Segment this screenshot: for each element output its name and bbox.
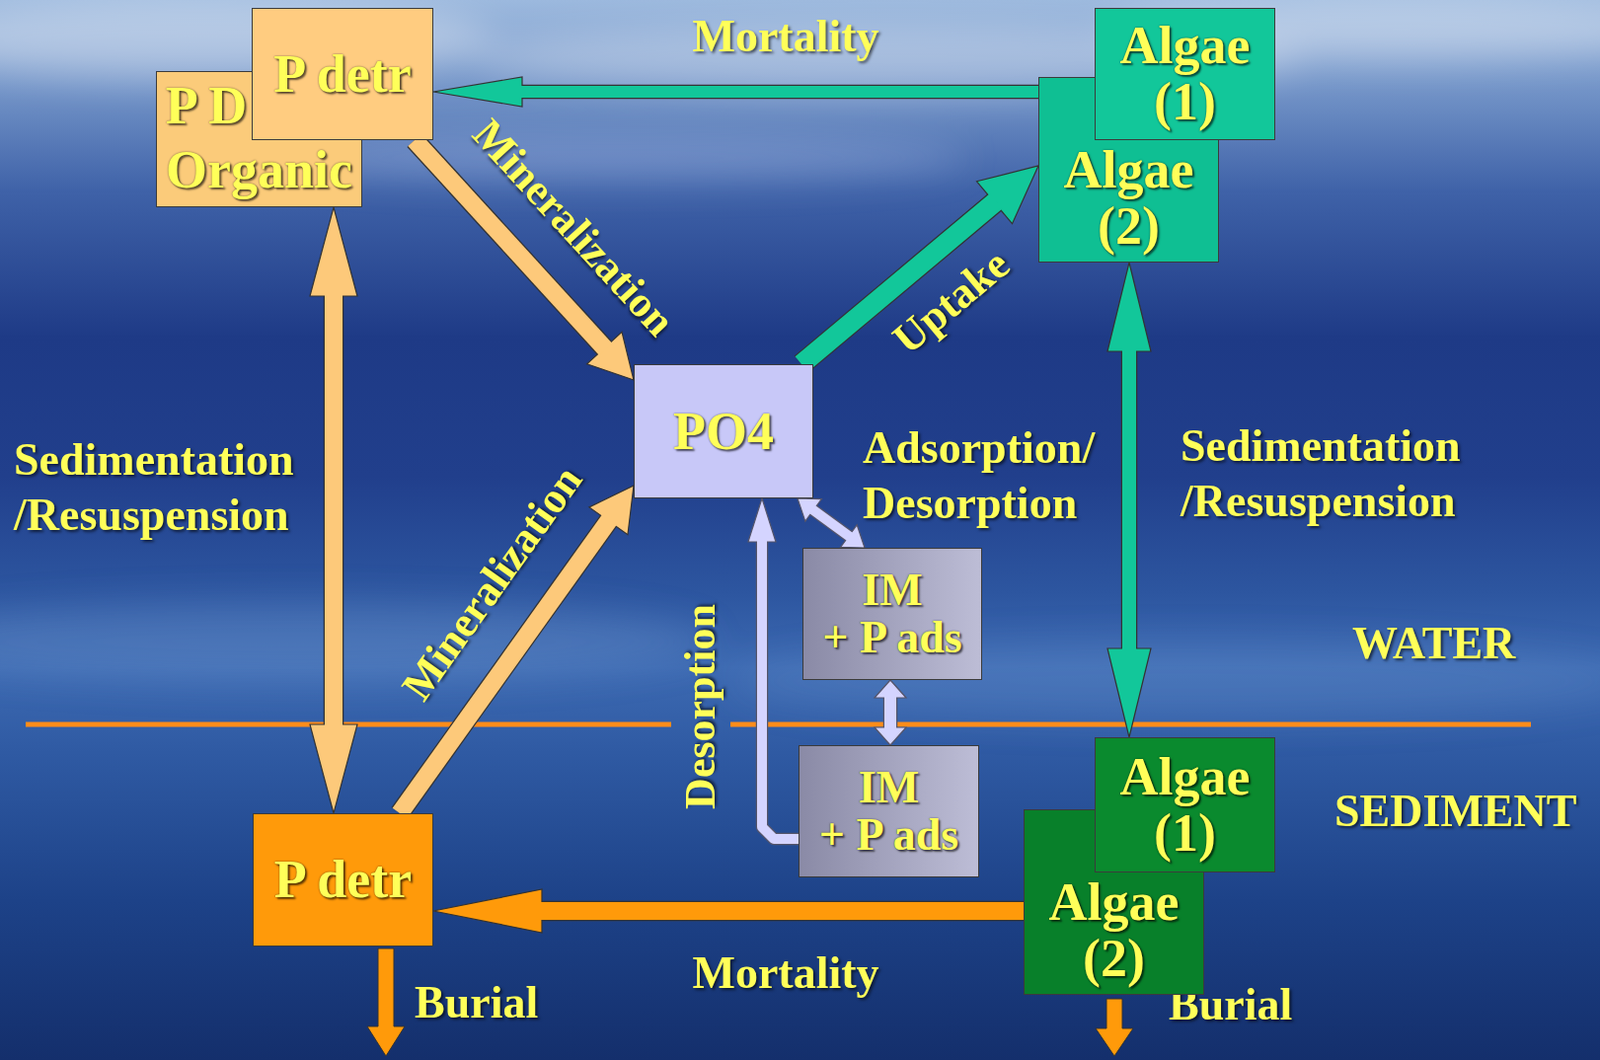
burial-arrow (1095, 998, 1134, 1057)
pool-name: + P ads (822, 613, 962, 662)
pool-name: P detr (274, 851, 412, 909)
flow-label: Mortality (691, 11, 879, 63)
flow-label: Mortality (691, 948, 879, 999)
flow-arrow (433, 889, 1024, 933)
flow-label: Sedimentation /Resuspension (13, 432, 322, 543)
arrow-outline (883, 695, 899, 730)
arrow-outline (539, 901, 1024, 922)
pool-name: IM (858, 763, 919, 812)
flow-arrow (309, 207, 358, 814)
flow-label: Desorption (677, 604, 725, 810)
flow-arrow (874, 680, 907, 746)
pool-box: Algae (1) (1094, 737, 1276, 873)
flow-arrow (797, 498, 865, 548)
arrow-head (874, 680, 907, 698)
arrow-head (1107, 262, 1151, 352)
pool-name: PO4 (673, 403, 774, 460)
flow-arrow (748, 498, 799, 839)
arrow-outline (812, 509, 851, 538)
flow-arrow (1107, 262, 1151, 738)
sea-glint (0, 602, 711, 682)
clouds (0, 0, 1600, 721)
arrow-shaft (520, 85, 1039, 98)
arrow-outline (323, 294, 345, 727)
flow-arrow (801, 165, 1039, 365)
arrow-shaft (761, 539, 799, 839)
arrow-shaft (884, 695, 897, 730)
pool-box: IM+ P ads (798, 745, 980, 878)
arrow-head (748, 498, 776, 542)
pool-name: P detr (273, 46, 411, 103)
region-label: Burial (414, 975, 538, 1031)
arrow-head (1107, 648, 1151, 738)
pool-box: IM+ P ads (802, 547, 983, 681)
pool-name: Algae (1) (1101, 17, 1269, 130)
arrow-head (433, 76, 523, 107)
burial-arrow (367, 948, 405, 1057)
flow-label: Sedimentation /Resuspension (1180, 418, 1507, 530)
arrow-head (433, 889, 542, 933)
flow-label: Uptake (884, 240, 1019, 365)
arrow-shaft (539, 902, 1024, 920)
region-label: SEDIMENT (1334, 783, 1577, 839)
arrow-shaft (812, 509, 851, 538)
cloud (256, 134, 968, 182)
flow-arrow (433, 76, 1039, 107)
arrow-head (309, 207, 358, 297)
arrow-shaft (324, 294, 343, 727)
pool-name: Algae (1) (1101, 749, 1269, 861)
arrow-outline (761, 539, 799, 839)
pool-name: IM (861, 566, 922, 614)
arrow-outline (520, 84, 1039, 100)
pool-box: P detr (251, 7, 434, 141)
arrow-head (874, 727, 907, 746)
arrow-shaft (1122, 349, 1137, 651)
arrow-head (309, 724, 358, 814)
pool-box: P detr (252, 813, 434, 947)
arrow-outline (1121, 349, 1139, 651)
flow-label: Adsorption/ Desorption (862, 420, 1114, 532)
region-label: WATER (1352, 615, 1516, 672)
pool-box: Algae (1) (1094, 7, 1276, 141)
pool-name: + P ads (819, 811, 959, 859)
pool-box: PO4 (633, 364, 814, 499)
